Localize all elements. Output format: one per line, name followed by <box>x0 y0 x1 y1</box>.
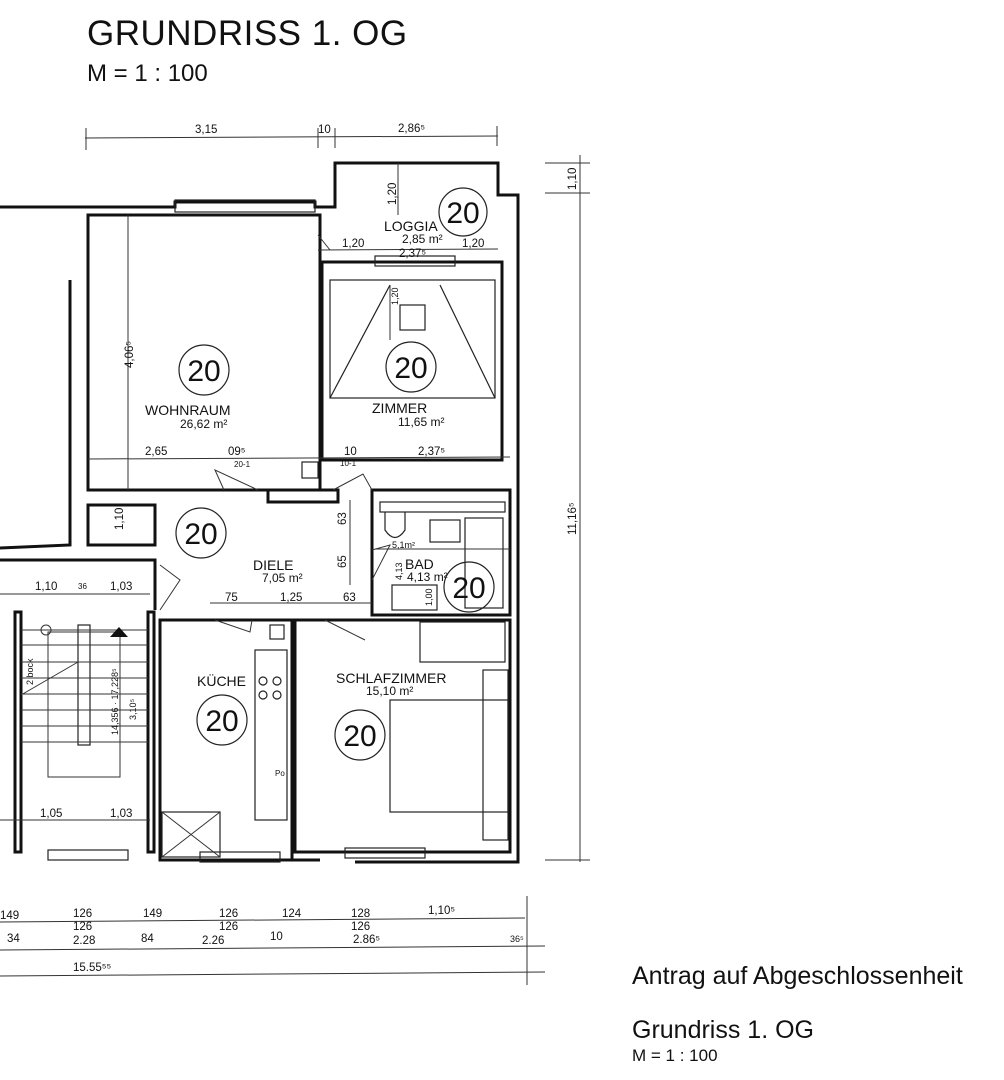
bottom-total: 15.55⁵⁵ <box>73 962 112 974</box>
bottom-r1-9: 1,10⁵ <box>428 905 455 917</box>
kitchen-fixtures: Po <box>161 461 319 858</box>
dim-diele-1: 1,10 <box>114 508 126 530</box>
dim-bad-1: 5,1m² <box>392 540 415 550</box>
room-name-schlafzimmer: SCHLAFZIMMER <box>336 670 446 686</box>
bathroom-fixtures <box>379 501 506 611</box>
bottom-r2-1: 2.28 <box>73 935 95 947</box>
dim-diele-3: 65 <box>337 555 349 568</box>
unit-badge-wohnraum: 20 <box>187 355 220 388</box>
right-dimension: 1,10 11,16⁵ <box>545 155 590 862</box>
stairwell: 1,10 36 1,03 2 bock 14,356 · 17,228⁵ 3,1… <box>0 581 150 821</box>
footer-scale: M = 1 : 100 <box>632 1046 718 1065</box>
bottom-r1-5: 126 <box>219 921 238 933</box>
dim-top-2: 10 <box>318 124 331 136</box>
wardrobe <box>329 279 496 399</box>
bottom-r1-3: 149 <box>143 908 162 920</box>
bottom-r1-7: 128 <box>351 908 370 920</box>
stair-rise: 14,356 · 17,228⁵ <box>110 668 120 735</box>
dim-mid-2: 09⁵ <box>228 446 246 458</box>
bottom-r1-8: 126 <box>351 921 370 933</box>
unit-badge-bad: 20 <box>452 572 485 605</box>
dim-mid-1: 2,65 <box>145 446 167 458</box>
bottom-r2-5: 2.86⁵ <box>353 934 380 946</box>
dim-mid-5: 10-1 <box>340 459 357 468</box>
dim-bad-2: 4,13 <box>394 562 404 580</box>
plan-title: GRUNDRISS 1. OG <box>87 14 408 53</box>
dim-loggia-depth: 1,10 <box>567 168 579 190</box>
room-area-schlafzimmer: 15,10 m² <box>366 684 413 698</box>
dim-mid-4: 10 <box>344 446 357 458</box>
room-name-bad: BAD <box>405 556 434 572</box>
room-area-loggia: 2,85 m² <box>402 232 443 246</box>
dim-mid-3: 20-1 <box>234 460 251 469</box>
top-dimension: 3,15 10 2,86⁵ <box>84 123 499 150</box>
dim-top-3: 2,86⁵ <box>398 123 425 135</box>
stair-height: 3,10⁵ <box>128 698 138 720</box>
stair-dim-2: 36 <box>78 582 87 591</box>
dim-diele-4: 75 <box>225 592 238 604</box>
footer-caption: Antrag auf Abgeschlossenheit <box>632 962 963 990</box>
dim-total-height: 11,16⁵ <box>567 502 579 535</box>
dim-diele-6: 63 <box>343 592 356 604</box>
stair-dim-1: 1,10 <box>35 581 57 593</box>
walls <box>0 161 520 864</box>
bedroom-furniture <box>389 621 509 841</box>
stair-dim-4: 1,05 <box>40 808 62 820</box>
unit-badge-loggia: 20 <box>446 197 479 230</box>
room-area-diele: 7,05 m² <box>262 571 303 585</box>
bottom-r1-0: 149 <box>0 910 19 922</box>
room-area-bad: 4,13 m² <box>407 570 448 584</box>
stair-dim-5: 1,03 <box>110 808 132 820</box>
room-name-loggia: LOGGIA <box>384 218 438 234</box>
bottom-r1-2: 126 <box>73 921 92 933</box>
dim-loggia-4: 1,20 <box>462 238 484 250</box>
room-name-wohnraum: WOHNRAUM <box>145 402 231 418</box>
dim-loggia-3: 2,37⁵ <box>399 248 426 260</box>
plan-scale: M = 1 : 100 <box>87 60 208 87</box>
dim-zimmer-h: 1,20 <box>390 287 400 305</box>
dim-bad-3: 1,00 <box>424 588 434 606</box>
room-name-diele: DIELE <box>253 557 293 573</box>
bottom-r2-3: 2.26 <box>202 935 224 947</box>
dim-wohnraum-height: 4,06⁵ <box>124 341 136 368</box>
inner-dimensions: 4,06⁵ 1,20 1,20 2,37⁵ 1,20 1,20 2,65 09⁵… <box>87 163 511 606</box>
bottom-r1-6: 124 <box>282 908 302 920</box>
room-area-zimmer: 11,65 m² <box>398 415 444 429</box>
unit-badge-kueche: 20 <box>205 705 238 738</box>
dim-top-1: 3,15 <box>195 124 217 136</box>
stair-note: 2 bock <box>25 658 35 685</box>
stair-dim-3: 1,03 <box>110 581 132 593</box>
bottom-r1-4: 126 <box>219 908 238 920</box>
unit-badges: 20 20 20 20 20 20 20 <box>175 187 495 761</box>
bottom-dimensions: 149 126 126 149 126 126 124 128 126 1,10… <box>0 896 546 985</box>
unit-badge-schlafzimmer: 20 <box>343 720 376 753</box>
room-area-wohnraum: 26,62 m² <box>180 417 227 431</box>
dim-diele-5: 1,25 <box>280 592 302 604</box>
footer-title: Grundriss 1. OG <box>632 1016 814 1044</box>
doors <box>159 234 391 641</box>
dim-loggia-2: 1,20 <box>342 238 364 250</box>
room-name-zimmer: ZIMMER <box>372 400 427 416</box>
unit-badge-diele: 20 <box>184 518 217 551</box>
bottom-r1-1: 126 <box>73 908 92 920</box>
dim-diele-2: 63 <box>337 512 349 525</box>
bottom-r2-4: 10 <box>270 931 283 943</box>
dim-loggia-1: 1,20 <box>387 183 399 205</box>
room-name-kueche: KÜCHE <box>197 672 246 689</box>
room-labels: WOHNRAUM 26,62 m² ZIMMER 11,65 m² LOGGIA… <box>145 218 448 698</box>
stove-label: Po <box>275 769 285 778</box>
bottom-r2-6: 36⁵ <box>510 934 524 944</box>
bottom-r2-2: 84 <box>141 933 154 945</box>
dim-mid-6: 2,37⁵ <box>418 446 445 458</box>
unit-badge-zimmer: 20 <box>394 352 427 385</box>
bottom-r2-0: 34 <box>7 933 20 945</box>
